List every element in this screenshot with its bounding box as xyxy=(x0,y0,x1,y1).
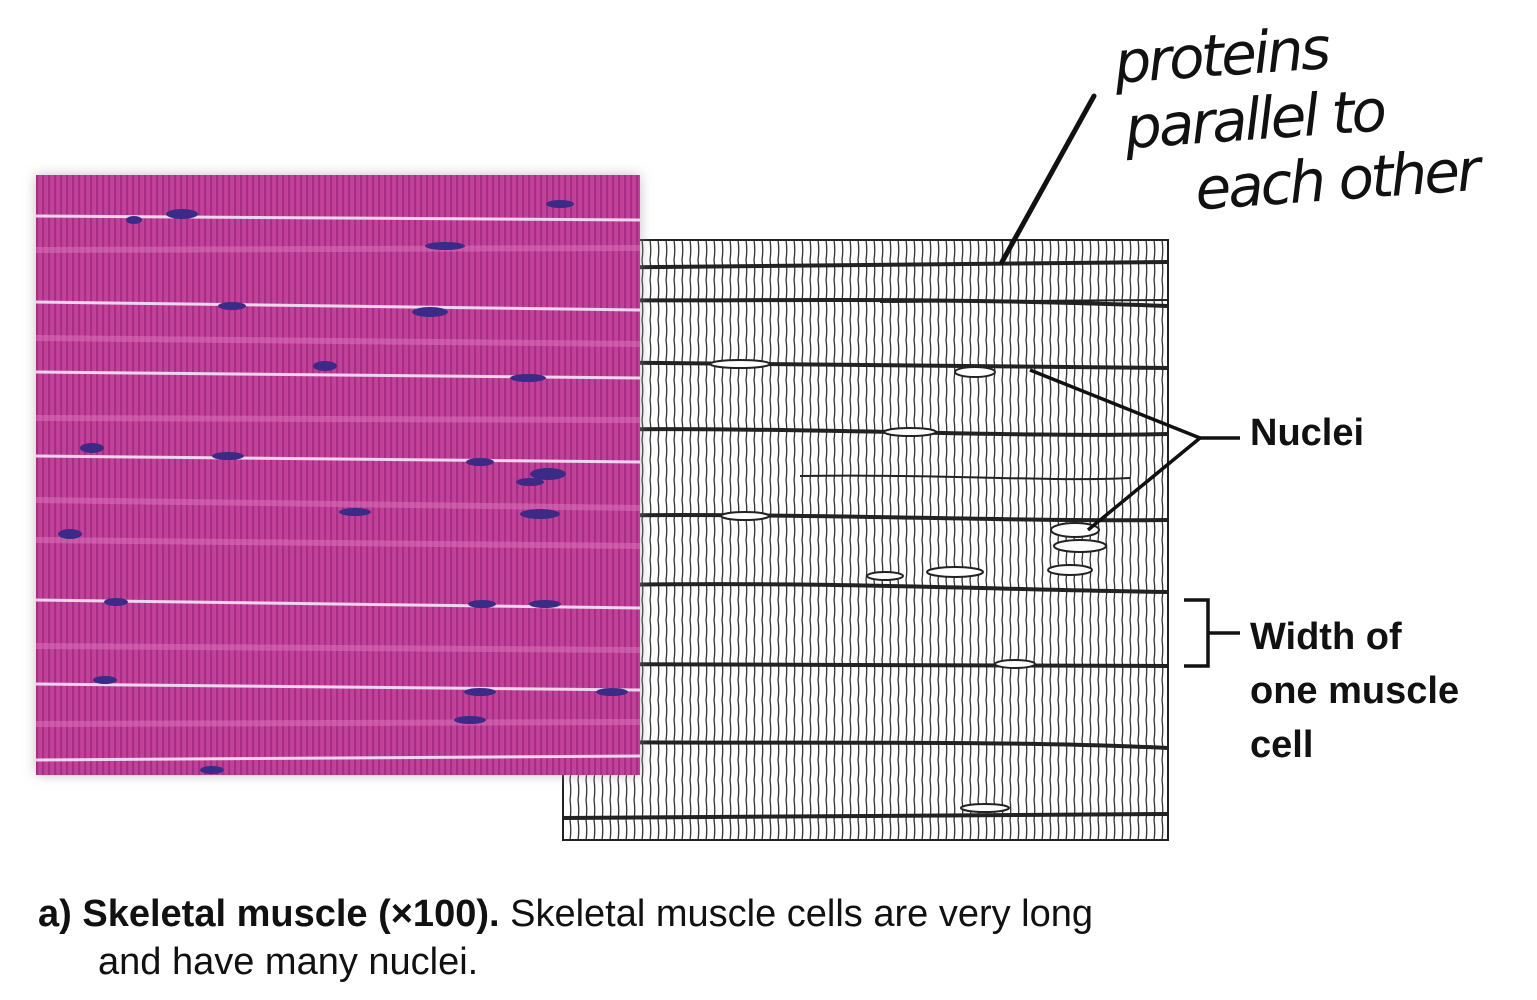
micrograph xyxy=(35,175,641,775)
width-label-line: one muscle xyxy=(1250,670,1460,712)
nuclei-leader-lines xyxy=(1029,368,1240,532)
figure-caption: a) Skeletal muscle (×100). Skeletal musc… xyxy=(38,890,1498,986)
handwritten-annotation: proteins parallel to each other xyxy=(1112,1,1537,228)
width-bracket xyxy=(1184,598,1240,668)
caption-text-continued: and have many nuclei. xyxy=(98,941,479,983)
caption-text: Skeletal muscle cells are very long xyxy=(510,893,1094,935)
caption-prefix: a) xyxy=(38,893,72,935)
line-drawing xyxy=(562,239,1169,841)
width-label-line: Width of xyxy=(1250,616,1402,658)
nuclei-label: Nuclei xyxy=(1250,412,1365,454)
annotation-arrow xyxy=(999,93,1097,265)
width-label-line: cell xyxy=(1250,724,1314,766)
caption-title: Skeletal muscle (×100). xyxy=(82,893,500,935)
width-label: Width of one muscle cell xyxy=(1250,610,1459,772)
